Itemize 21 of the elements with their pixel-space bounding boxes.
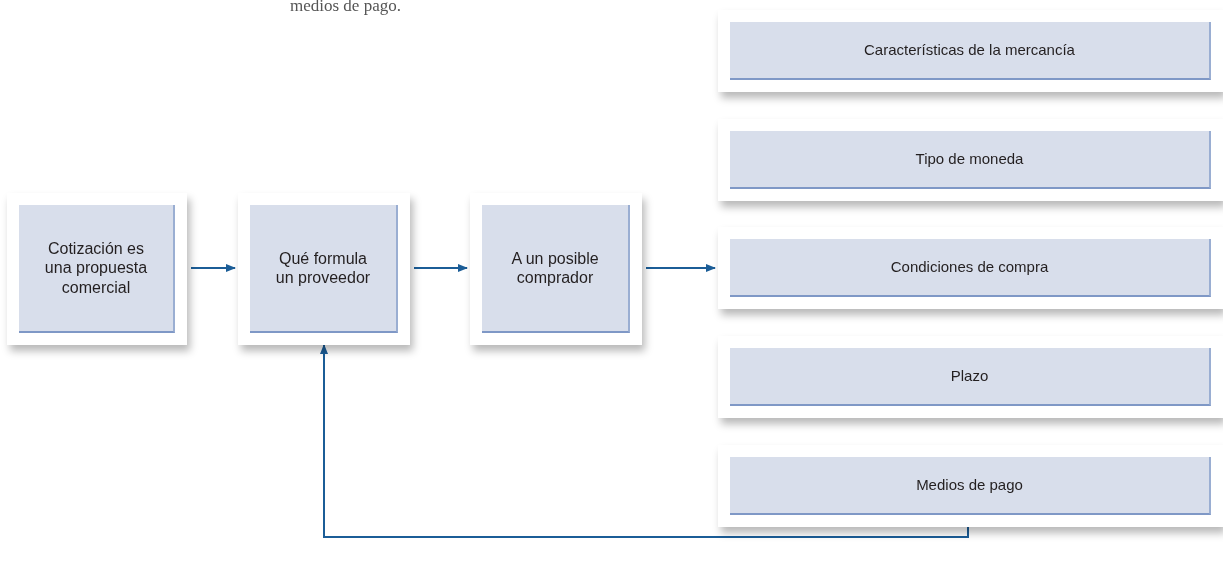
- card: [718, 444, 1223, 527]
- process-box: Condiciones de compra: [730, 239, 1211, 298]
- card: [718, 336, 1223, 419]
- process-box: Medios de pago: [730, 456, 1211, 515]
- page-text: medios de pago.: [290, 0, 401, 16]
- arrow: [190, 264, 236, 272]
- arrow: [320, 344, 969, 538]
- card: [7, 193, 187, 345]
- card: [718, 227, 1223, 310]
- process-box: Qué formula un proveedor: [250, 205, 398, 333]
- card: [718, 118, 1223, 201]
- arrow: [645, 264, 716, 272]
- arrow: [413, 264, 468, 272]
- process-box: Tipo de moneda: [730, 130, 1211, 189]
- process-box: A un posible comprador: [482, 205, 630, 333]
- process-box: Cotización es una propuesta comercial: [19, 205, 175, 333]
- card: [238, 193, 410, 345]
- process-box: Plazo: [730, 348, 1211, 407]
- card: [470, 193, 642, 345]
- card: [718, 10, 1223, 92]
- process-box: Características de la mercancía: [730, 22, 1211, 80]
